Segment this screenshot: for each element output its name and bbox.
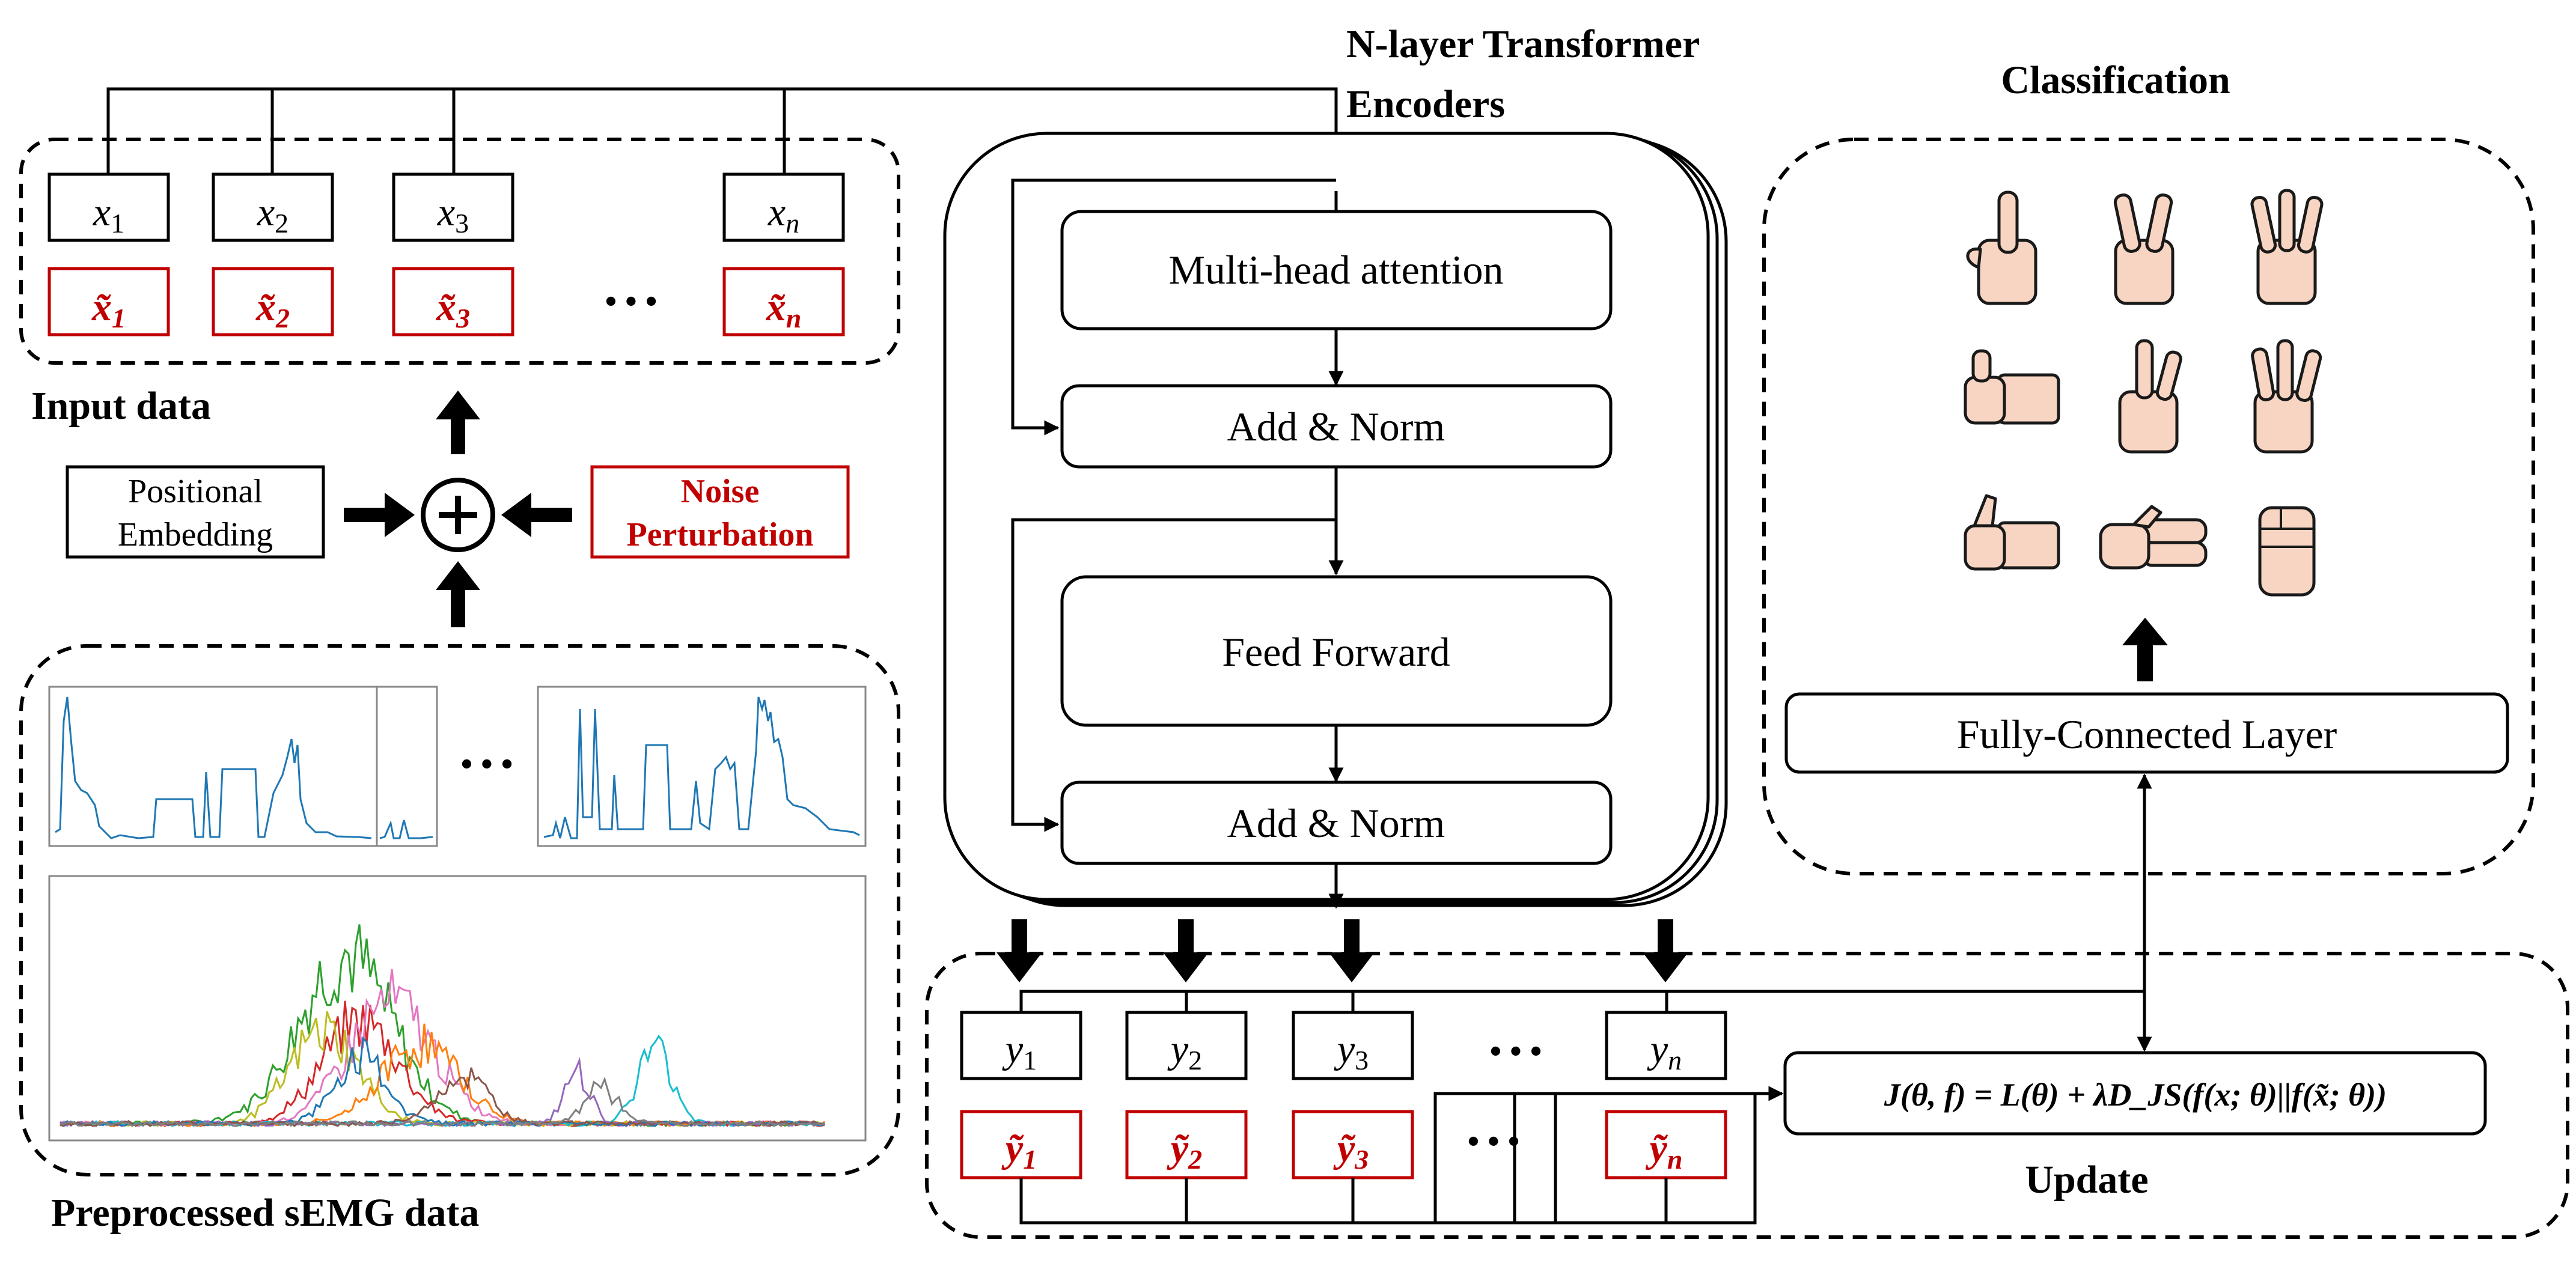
update-label: Update	[2025, 1158, 2148, 1202]
semg-window-n	[537, 686, 867, 847]
noise-perturbation-line2: Perturbation	[626, 516, 813, 553]
token-x3: x3	[437, 190, 469, 239]
noisy-token-box-x2	[212, 267, 334, 336]
gesture-index-finger-up-icon	[1966, 190, 2037, 305]
gesture-open-hand-side-icon	[2099, 505, 2208, 570]
add-norm-label-2: Add & Norm	[1227, 800, 1445, 846]
semg-multichannel-traces	[60, 924, 826, 1128]
update-group	[925, 952, 2569, 1239]
output-y1: y1	[1002, 1027, 1037, 1076]
encoder-title-line2: Encoders	[1346, 82, 1505, 126]
multi-head-attention-block	[1060, 210, 1613, 330]
gesture-thumb-side-icon	[1964, 349, 2060, 425]
noisy-output-y1: ỹ1	[1001, 1127, 1037, 1175]
output-y2: y2	[1167, 1027, 1202, 1076]
noise-perturbation-box	[590, 465, 850, 559]
gesture-victory-icon	[2113, 193, 2175, 305]
output-yn: yn	[1647, 1027, 1682, 1076]
arrow-encoder-to-yn	[1643, 919, 1688, 982]
arrow-sum-to-input	[436, 391, 480, 454]
noisy-output-box-yn	[1605, 1110, 1727, 1179]
token-box-x2	[212, 172, 334, 242]
gesture-middle-index-icon	[2118, 339, 2182, 454]
noisy-token-xn: x̃n	[766, 285, 802, 333]
noisy-output-y2: ỹ2	[1167, 1127, 1202, 1175]
noisy-token-box-x1	[47, 267, 170, 336]
semg-channel-trace	[60, 1067, 825, 1127]
noisy-output-yn: ỹn	[1646, 1127, 1683, 1175]
noisy-token-x3: x̃3	[436, 285, 470, 333]
residual-connection-2	[1011, 518, 1336, 832]
add-norm-block-1	[1060, 384, 1613, 469]
input-ellipsis: • • •	[605, 283, 658, 320]
token-box-xn	[722, 172, 845, 242]
noisy-token-box-x3	[392, 267, 514, 336]
token-x2: x2	[257, 190, 288, 239]
arrow-encoder-to-y2	[1163, 919, 1209, 982]
arrow-encoder-to-y3	[1329, 919, 1375, 982]
encoder-title-line1: N-layer Transformer	[1346, 22, 1700, 66]
semg-data-label: Preprocessed sEMG data	[51, 1191, 480, 1235]
semg-window-1	[48, 686, 378, 847]
loss-formula-box	[1783, 1051, 2487, 1136]
arrow-semg-to-sum	[436, 561, 480, 627]
gesture-fist-icon	[2258, 506, 2316, 597]
add-norm-label-1: Add & Norm	[1227, 404, 1445, 449]
semg-channel-trace	[60, 1076, 825, 1127]
classification-group	[1762, 138, 2535, 875]
token-box-x1	[47, 172, 170, 242]
fully-connected-layer-box	[1784, 692, 2509, 774]
noise-perturbation-line1: Noise	[681, 473, 760, 510]
token-x1: x1	[93, 190, 124, 239]
arrow-noise-to-sum	[501, 493, 572, 537]
token-xn: xn	[768, 190, 799, 239]
output-y3: y3	[1334, 1027, 1369, 1076]
noisy-output-bus	[1019, 1092, 1757, 1225]
input-data-group	[19, 138, 900, 365]
gesture-three-fingers-icon	[2250, 189, 2324, 305]
residual-connection-1	[1011, 178, 1336, 436]
gesture-thumbs-up-side-icon	[1964, 494, 2060, 571]
output-box-y2	[1125, 1011, 1248, 1080]
classification-title: Classification	[2001, 58, 2230, 102]
token-box-x3	[392, 172, 514, 242]
multi-head-attention-label: Multi-head attention	[1168, 247, 1503, 293]
loss-formula: J(θ, f) = L(θ) + λD_JS(f(x; θ)||f(x̃; θ)…	[1884, 1077, 2387, 1113]
positional-embedding-line1: Positional	[128, 473, 263, 510]
semg-window-2	[376, 686, 438, 847]
semg-multichannel-plot	[48, 875, 867, 1142]
gesture-three-fingers-alt-icon	[2251, 339, 2322, 454]
semg-signal-1	[55, 696, 372, 839]
noisy-output-ellipsis: • • •	[1468, 1123, 1520, 1160]
positional-embedding-line2: Embedding	[118, 516, 273, 553]
add-norm-block-2	[1060, 781, 1613, 865]
noisy-token-box-xn	[722, 267, 845, 336]
feed-forward-label: Feed Forward	[1222, 629, 1450, 675]
semg-signal-n	[543, 696, 860, 839]
noisy-output-box-y3	[1292, 1110, 1414, 1179]
noisy-token-x1: x̃1	[91, 285, 126, 333]
semg-signal-2	[379, 820, 433, 839]
output-bus-connector	[1019, 990, 2144, 1012]
semg-ellipsis: • • •	[461, 746, 513, 783]
arrow-encoder-to-y1	[997, 919, 1042, 982]
output-box-y1	[960, 1011, 1082, 1080]
fully-connected-layer-label: Fully-Connected Layer	[1957, 711, 2337, 757]
feed-forward-block	[1060, 575, 1613, 727]
input-data-label: Input data	[31, 384, 211, 428]
output-box-y3	[1292, 1011, 1414, 1080]
noisy-token-x2: x̃2	[255, 285, 290, 333]
output-ellipsis: • • •	[1490, 1033, 1542, 1070]
arrow-positional-to-sum	[344, 493, 415, 537]
arrow-fc-to-gestures	[2122, 618, 2168, 681]
semg-data-group	[19, 644, 900, 1176]
positional-embedding-box	[66, 465, 325, 559]
output-box-yn	[1605, 1011, 1727, 1080]
noisy-output-y3: ỹ3	[1333, 1127, 1369, 1175]
